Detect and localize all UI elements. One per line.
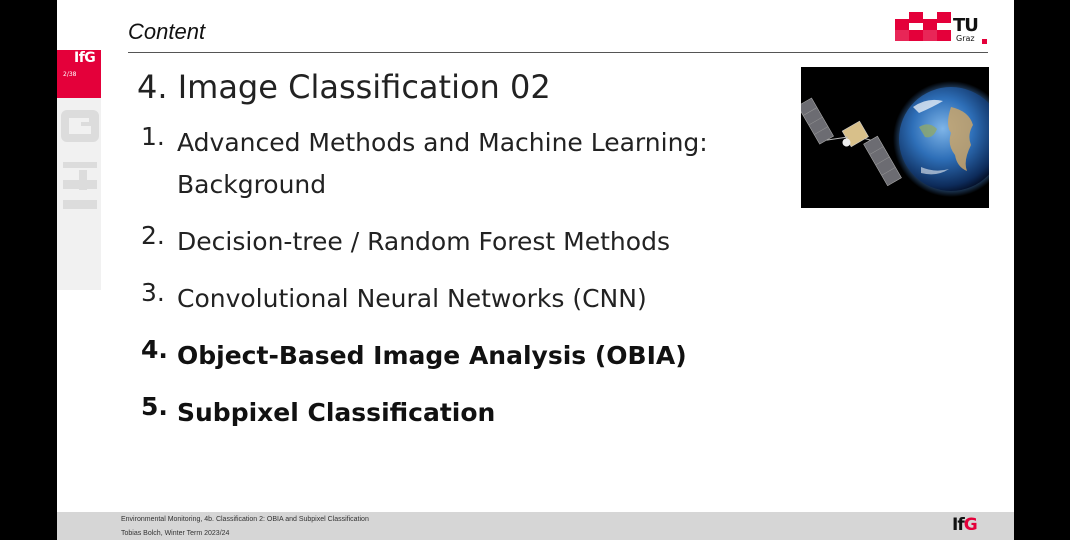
- tu-graz-logo-icon: [895, 12, 951, 41]
- list-item: 5. Subpixel Classification: [141, 392, 777, 434]
- satellite-earth-icon: [801, 67, 989, 208]
- footer-author-term: Tobias Bolch, Winter Term 2023/24: [121, 530, 230, 537]
- graz-logo-text: Graz: [956, 34, 975, 43]
- header-divider: [128, 52, 988, 53]
- list-item: 2. Decision-tree / Random Forest Methods: [141, 221, 777, 263]
- list-item-text: Convolutional Neural Networks (CNN): [177, 284, 647, 313]
- sidebar-logo-block: [57, 50, 101, 98]
- graz-logo-dot: [982, 39, 987, 44]
- tu-logo-text: TU: [953, 15, 979, 36]
- list-item-number: 1.: [141, 122, 165, 151]
- satellite-earth-image: [801, 67, 989, 208]
- presentation-slide: IfG 2/38 Content TU Graz 4. Image Classi…: [57, 0, 1014, 540]
- list-item: 1. Advanced Methods and Machine Learning…: [141, 122, 767, 206]
- list-item-text: Object-Based Image Analysis (OBIA): [177, 341, 687, 370]
- list-item-number: 4.: [141, 335, 168, 364]
- ifg-watermark-icon: [61, 110, 99, 209]
- footer-course-title: Environmental Monitoring, 4b. Classifica…: [121, 516, 369, 523]
- list-item: 3. Convolutional Neural Networks (CNN): [141, 278, 777, 320]
- footer-logo-suffix: G: [963, 515, 978, 535]
- page-number: 2/38: [63, 71, 77, 78]
- sidebar-logo-label: IfG: [74, 50, 96, 66]
- list-item: 4. Object-Based Image Analysis (OBIA): [141, 335, 777, 377]
- list-item-text: Decision-tree / Random Forest Methods: [177, 227, 670, 256]
- list-item-number: 2.: [141, 221, 165, 250]
- footer-logo-prefix: If: [952, 515, 965, 535]
- slide-footer: Environmental Monitoring, 4b. Classifica…: [57, 512, 1014, 540]
- slide-header-title: Content: [128, 19, 206, 44]
- list-item-number: 5.: [141, 392, 168, 421]
- list-item-text: Subpixel Classification: [177, 398, 496, 427]
- list-item-number: 3.: [141, 278, 165, 307]
- list-item-text: Advanced Methods and Machine Learning: B…: [177, 128, 708, 199]
- footer-ifg-logo: IfG: [952, 515, 978, 535]
- section-title: 4. Image Classification 02: [137, 68, 551, 106]
